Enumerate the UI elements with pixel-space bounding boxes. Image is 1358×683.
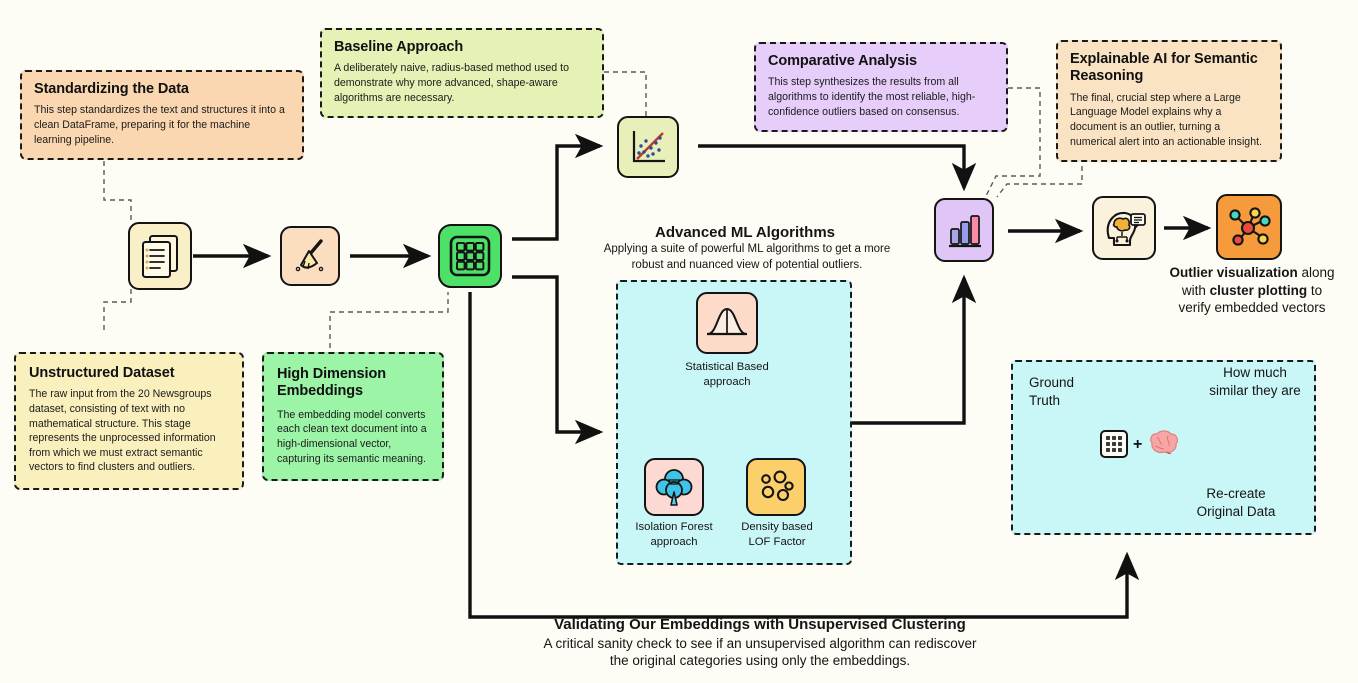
isolation-forest-label: Isolation Forest approach (612, 520, 736, 549)
outlier-visualization-caption: Outlier visualization along with cluster… (1148, 264, 1356, 317)
note-baseline-approach: Baseline Approach A deliberately naive, … (320, 28, 604, 119)
density-lof-label-line1: Density based (741, 521, 813, 533)
note-unstructured-dataset: Unstructured Dataset The raw input from … (14, 352, 244, 491)
note-standardizing-the-data: Standardizing the Data This step standar… (20, 70, 304, 161)
note-title: Standardizing the Data (34, 81, 189, 97)
scatter-plot-icon (617, 116, 679, 178)
bottom-caption-line1: A critical sanity check to see if an uns… (543, 636, 977, 651)
advanced-ml-subtitle: Applying a suite of powerful ML algorith… (603, 243, 891, 271)
cluster-network-icon (1216, 194, 1282, 260)
outlier-caption-text-2: with (1181, 282, 1210, 298)
note-title: Baseline Approach (334, 39, 464, 55)
ground-truth-label: Ground Truth (1029, 374, 1109, 409)
ground-truth-line1: Ground (1029, 375, 1075, 390)
note-title: Comparative Analysis (768, 53, 917, 69)
documents-icon (128, 222, 192, 290)
advanced-ml-title: Advanced ML Algorithms (654, 224, 836, 241)
note-body: This step synthesizes the results from a… (768, 76, 976, 118)
validation-plus-symbol: + (1133, 436, 1143, 453)
bottom-caption-line2: the original categories using only the e… (609, 653, 911, 668)
embedding-grid-icon (438, 224, 502, 288)
outlier-caption-text-1: along (1297, 265, 1335, 280)
statistical-label: Statistical Based approach (660, 360, 794, 389)
note-body: This step standardizes the text and stru… (34, 104, 285, 146)
embedding-grid-small-icon (1099, 429, 1129, 464)
ground-truth-line2: Truth (1029, 392, 1061, 408)
note-comparative-analysis: Comparative Analysis This step synthesiz… (754, 42, 1008, 133)
isolation-forest-label-line1: Isolation Forest (635, 521, 713, 533)
llm-brain-icon (1092, 196, 1156, 260)
recreate-label: Re-create Original Data (1168, 485, 1304, 520)
outlier-caption-text-4: verify embedded vectors (1178, 300, 1326, 316)
note-title: Unstructured Dataset (29, 365, 175, 381)
density-lof-label: Density based LOF Factor (716, 520, 838, 549)
isolation-forest-label-line2: approach (650, 535, 698, 548)
note-body: A deliberately naive, radius-based metho… (334, 62, 569, 104)
recreate-line1: Re-create (1206, 486, 1266, 501)
brain-icon (1146, 429, 1180, 462)
note-title: High Dimension Embeddings (277, 366, 386, 400)
note-body: The final, crucial step where a Large La… (1070, 91, 1262, 148)
note-title: Explainable AI for Semantic Reasoning (1070, 51, 1258, 85)
outlier-caption-bold-1: Outlier visualization (1169, 265, 1298, 280)
similarity-label: How much similar they are (1194, 364, 1316, 399)
outlier-caption-bold-2: cluster plotting (1209, 282, 1308, 298)
note-high-dimension-embeddings: High Dimension Embeddings The embedding … (262, 352, 444, 482)
recreate-line2: Original Data (1196, 503, 1276, 519)
similarity-line1: How much (1223, 365, 1287, 380)
bell-curve-icon (696, 292, 758, 354)
bar-chart-icon (934, 198, 994, 262)
bottom-caption-title: Validating Our Embeddings with Unsupervi… (554, 616, 966, 633)
note-body: The raw input from the 20 Newsgroups dat… (29, 388, 216, 474)
outlier-caption-text-3: to (1307, 282, 1323, 298)
statistical-label-line2: approach (703, 375, 751, 388)
tree-icon (644, 458, 704, 516)
statistical-label-line1: Statistical Based (685, 361, 769, 373)
note-explainable-ai: Explainable AI for Semantic Reasoning Th… (1056, 40, 1282, 163)
density-lof-label-line2: LOF Factor (748, 535, 806, 548)
similarity-line2: similar they are (1209, 382, 1301, 398)
note-body: The embedding model converts each clean … (277, 408, 427, 465)
density-circles-icon (746, 458, 806, 516)
broom-icon (280, 226, 340, 286)
